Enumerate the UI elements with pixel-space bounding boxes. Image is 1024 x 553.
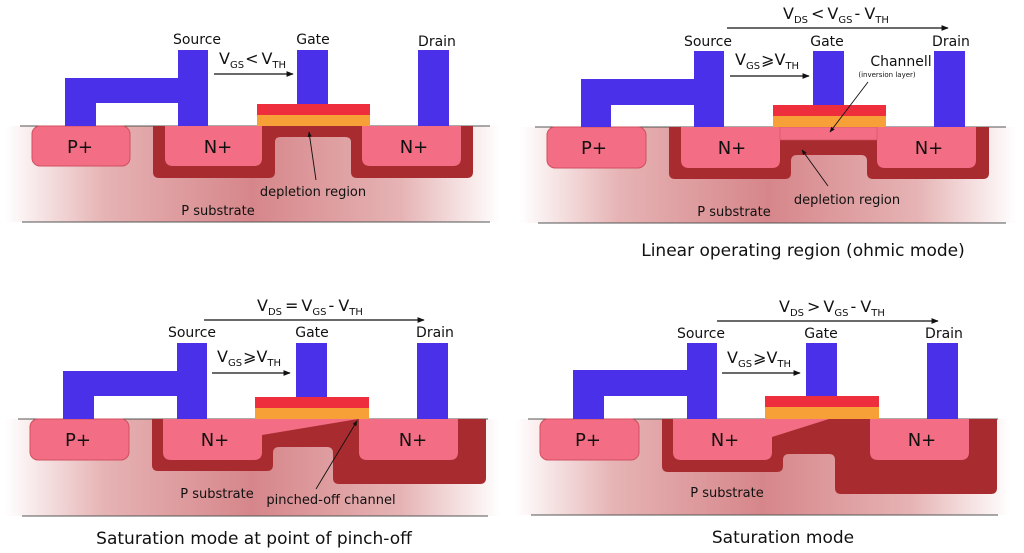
- vds-condition: VDS<VGS-VTH: [783, 4, 889, 26]
- gate-contact: [813, 51, 844, 105]
- n-plus-left-well: [681, 127, 780, 168]
- source-contact: [573, 343, 717, 419]
- arrow-icon: [801, 149, 829, 187]
- vds-condition: VDS=VGS-VTH: [257, 296, 363, 318]
- n-plus-right-label: N+: [399, 430, 428, 451]
- source-contact: [63, 343, 207, 419]
- source-contact: [581, 51, 724, 127]
- panel-saturation: Source Gate Drain P+ N+ N+ P substrate V…: [515, 297, 1010, 548]
- drain-label: Drain: [932, 34, 970, 50]
- vgs-condition: VGS⩾VTH: [217, 347, 281, 369]
- panel-pinchoff: Source Gate Drain P+ N+ N+ P substrate V…: [5, 296, 500, 549]
- p-plus-label: P+: [67, 137, 93, 158]
- substrate-label: P substrate: [697, 205, 771, 220]
- n-plus-left-well: [165, 126, 262, 166]
- panel-caption: Saturation mode: [712, 528, 854, 548]
- n-plus-right-well: [877, 127, 976, 168]
- n-plus-right-well: [359, 419, 458, 460]
- arrow-icon: [829, 81, 869, 133]
- arrow-icon: [307, 131, 317, 181]
- drain-contact: [934, 51, 965, 127]
- n-plus-left-label: N+: [201, 430, 230, 451]
- vgs-condition: VGS<VTH: [219, 49, 286, 71]
- depletion-region-label: depletion region: [794, 193, 900, 208]
- gate-electrode: [257, 104, 370, 115]
- n-plus-left-well: [673, 419, 772, 460]
- panel-caption: Saturation mode at point of pinch-off: [96, 529, 413, 549]
- n-plus-left-label: N+: [718, 138, 747, 159]
- channel-label: Channell: [870, 54, 931, 70]
- gate-label: Gate: [810, 34, 844, 50]
- source-label: Source: [677, 326, 725, 342]
- drain-contact: [927, 343, 958, 419]
- pinched-channel: [262, 419, 358, 435]
- pinched-off-label: pinched-off channel: [266, 493, 395, 508]
- n-plus-left-well: [163, 419, 262, 460]
- n-plus-right-label: N+: [915, 138, 944, 159]
- gate-electrode: [255, 397, 369, 408]
- substrate-label: P substrate: [181, 204, 255, 219]
- gate-electrode: [765, 396, 879, 407]
- n-plus-right-label: N+: [400, 137, 429, 158]
- inversion-channel: [779, 126, 878, 141]
- inversion-layer-label: (inversion layer): [858, 71, 916, 79]
- vds-condition: VDS>VGS-VTH: [779, 297, 885, 319]
- p-plus-label: P+: [575, 430, 601, 451]
- n-plus-left-label: N+: [204, 137, 233, 158]
- gate-label: Gate: [295, 325, 329, 341]
- substrate-label: P substrate: [690, 486, 764, 501]
- source-label: Source: [684, 34, 732, 50]
- panel-cutoff: Source Gate Drain P+ N+ N+ P substrate V…: [5, 32, 500, 223]
- panel-caption: Linear operating region (ohmic mode): [641, 241, 965, 261]
- vgs-condition: VGS⩾VTH: [735, 50, 799, 72]
- source-label: Source: [168, 325, 216, 341]
- gate-contact: [296, 343, 327, 397]
- gate-oxide: [255, 408, 369, 419]
- depletion-region-label: depletion region: [260, 185, 366, 200]
- gate-contact: [806, 343, 837, 396]
- drain-label: Drain: [925, 326, 963, 342]
- gate-label: Gate: [804, 326, 838, 342]
- gate-oxide: [765, 407, 879, 419]
- substrate-label: P substrate: [180, 487, 254, 502]
- gate-contact: [297, 50, 328, 104]
- drain-contact: [417, 343, 448, 419]
- drain-label: Drain: [418, 34, 456, 50]
- vgs-condition: VGS⩾VTH: [727, 348, 791, 370]
- n-plus-left-label: N+: [711, 430, 740, 451]
- arrow-icon: [315, 420, 358, 490]
- gate-label: Gate: [296, 32, 330, 48]
- gate-oxide: [257, 115, 370, 126]
- p-plus-label: P+: [65, 430, 91, 451]
- source-label: Source: [173, 32, 221, 48]
- pinched-channel: [772, 419, 829, 437]
- source-contact: [65, 50, 208, 126]
- n-plus-right-label: N+: [908, 430, 937, 451]
- gate-electrode: [773, 105, 886, 116]
- n-plus-right-well: [362, 126, 461, 166]
- drain-label: Drain: [416, 325, 454, 341]
- p-plus-label: P+: [581, 138, 607, 159]
- drain-contact: [418, 50, 449, 126]
- n-plus-right-well: [870, 419, 969, 460]
- panel-linear: Source Gate Drain P+ N+ N+ P substrate V…: [520, 4, 1016, 261]
- gate-oxide: [773, 116, 886, 127]
